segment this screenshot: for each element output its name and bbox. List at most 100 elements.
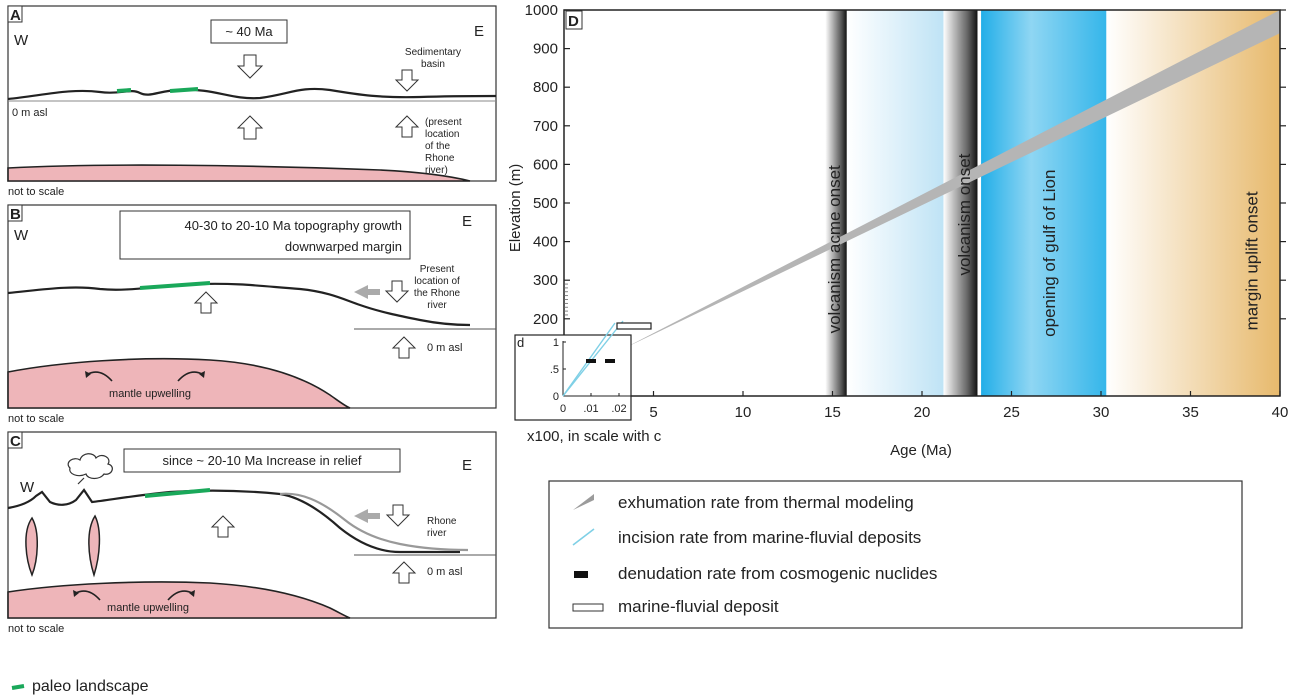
band-volcanism-onset-edge: [943, 10, 978, 396]
panel-c-scale-note: not to scale: [8, 623, 64, 635]
band-label-2: opening of gulf of Lion: [1040, 170, 1059, 337]
inset-caption: x100, in scale with c: [527, 428, 662, 445]
chart-x-label: Age (Ma): [890, 442, 952, 459]
legend-item-incision: incision rate from marine-fluvial deposi…: [618, 528, 921, 547]
incision-line: [562, 320, 624, 397]
x-tick-label: 10: [735, 404, 752, 421]
band-volcanism-acme: [846, 10, 944, 396]
mantle-dome: [7, 357, 351, 409]
panel-a-rhone-4: Rhone: [425, 153, 455, 164]
chart-legend: exhumation rate from thermal modeling in…: [548, 480, 1243, 629]
x-tick-label: 30: [1093, 404, 1110, 421]
panel-a: A ~ 40 Ma W E Sedimentary basin 0 m asl …: [7, 5, 497, 198]
panel-b-letter: B: [10, 206, 21, 223]
panel-c-box-label: since ~ 20-10 Ma Increase in relief: [162, 453, 361, 468]
panel-c: C since ~ 20-10 Ma Increase in relief W …: [7, 431, 497, 635]
panel-b-west: W: [14, 227, 29, 244]
down-arrow-icon: [384, 280, 410, 303]
panel-c-rhone-1: Rhone: [427, 516, 457, 527]
panel-a-basin-line1: Sedimentary: [405, 47, 461, 58]
x-tick-label: 20: [914, 404, 931, 421]
up-arrow-icon: [193, 291, 219, 314]
inset-y-tick-label: 0: [553, 391, 559, 403]
open-rect-symbol-icon: [572, 603, 604, 612]
marine-fluvial-deposit: [616, 322, 652, 330]
band-label-0: volcanism acme onset: [825, 165, 844, 333]
panel-c-letter: C: [10, 433, 21, 450]
up-arrow-icon: [210, 515, 236, 538]
inset-frame: [514, 334, 632, 421]
y-tick-label: 1000: [525, 2, 558, 19]
paleo-legend-label: paleo landscape: [32, 678, 149, 695]
paleo-legend: paleo landscape: [11, 678, 149, 695]
inset-x-tick-label: .02: [611, 403, 626, 415]
legend-box: [548, 480, 1243, 629]
panel-a-basin-line2: basin: [421, 59, 445, 70]
denudation-bar: [605, 359, 615, 363]
chart-wedge-layer: [621, 10, 1280, 350]
inset-y-tick-label: .5: [550, 364, 559, 376]
black-bar-symbol-icon: [574, 571, 588, 578]
legend-item-deposit: marine-fluvial deposit: [618, 597, 779, 616]
panel-b-scale-note: not to scale: [8, 413, 64, 425]
chart-y-label: Elevation (m): [507, 164, 524, 252]
cyan-line-symbol-icon: [572, 528, 595, 546]
panel-a-east: E: [474, 23, 484, 40]
panel-c-mantle: mantle upwelling: [107, 602, 189, 614]
x-tick-label: 15: [824, 404, 841, 421]
y-tick-label: 600: [533, 156, 558, 173]
y-tick-label: 800: [533, 79, 558, 96]
denudation-bar: [586, 359, 596, 363]
inset-label: d: [517, 335, 524, 350]
panel-a-scale-note: not to scale: [8, 186, 64, 198]
exhumation-wedge: [621, 10, 1280, 350]
panel-b-sea-level: 0 m asl: [427, 342, 462, 354]
panel-a-time-label: ~ 40 Ma: [225, 24, 273, 39]
panel-b-mantle: mantle upwelling: [109, 388, 191, 400]
inset-y-tick-label: 1: [553, 337, 559, 349]
panel-b-rhone-1: Present: [420, 264, 455, 275]
panel-b: B 40-30 to 20-10 Ma topography growth do…: [7, 204, 497, 425]
panel-a-rhone-3: of the: [425, 141, 450, 152]
y-tick-label: 400: [533, 234, 558, 251]
legend-item-exhumation: exhumation rate from thermal modeling: [618, 493, 914, 512]
x-tick-label: 35: [1182, 404, 1199, 421]
band-volcanism-acme-edge: [825, 10, 847, 396]
panel-a-rhone-5: river): [425, 165, 448, 176]
band-gulf-opening: [981, 10, 1107, 396]
up-arrow-icon: [391, 561, 417, 584]
down-arrow-icon: [385, 504, 411, 527]
cloud-icon: [67, 453, 113, 480]
panel-b-rhone-4: river: [427, 300, 447, 311]
panel-c-rhone-2: river: [427, 528, 447, 539]
panel-b-box-line2: downwarped margin: [285, 239, 402, 254]
inset-x-tick-label: 0: [560, 403, 566, 415]
y-tick-label: 300: [533, 272, 558, 289]
band-label-3: margin uplift onset: [1242, 191, 1261, 330]
legend-item-denudation: denudation rate from cosmogenic nuclides: [618, 564, 937, 583]
panel-a-sea-level: 0 m asl: [12, 107, 47, 119]
panel-a-west: W: [14, 32, 29, 49]
chart-x-ticks: 5 10 15 20 25 30 35 40: [649, 391, 1288, 421]
wedge-symbol-icon: [573, 494, 594, 510]
panel-a-rhone-2: location: [425, 129, 459, 140]
panel-a-rhone-1: (present: [425, 117, 462, 128]
y-tick-label: 900: [533, 41, 558, 58]
x-tick-label: 25: [1003, 404, 1020, 421]
down-arrow-icon: [236, 54, 264, 79]
panel-b-box-line1: 40-30 to 20-10 Ma topography growth: [184, 218, 402, 233]
panel-c-west: W: [20, 479, 35, 496]
panel-c-east: E: [462, 457, 472, 474]
panel-b-rhone-2: location of: [414, 276, 460, 287]
y-tick-label: 200: [533, 311, 558, 328]
mantle-layer: [7, 164, 471, 182]
chart-letter: D: [568, 13, 579, 30]
left-arrow-icon: [354, 509, 380, 523]
x-tick-label: 5: [649, 404, 657, 421]
down-arrow-icon: [394, 69, 420, 92]
x-tick-label: 40: [1272, 404, 1289, 421]
